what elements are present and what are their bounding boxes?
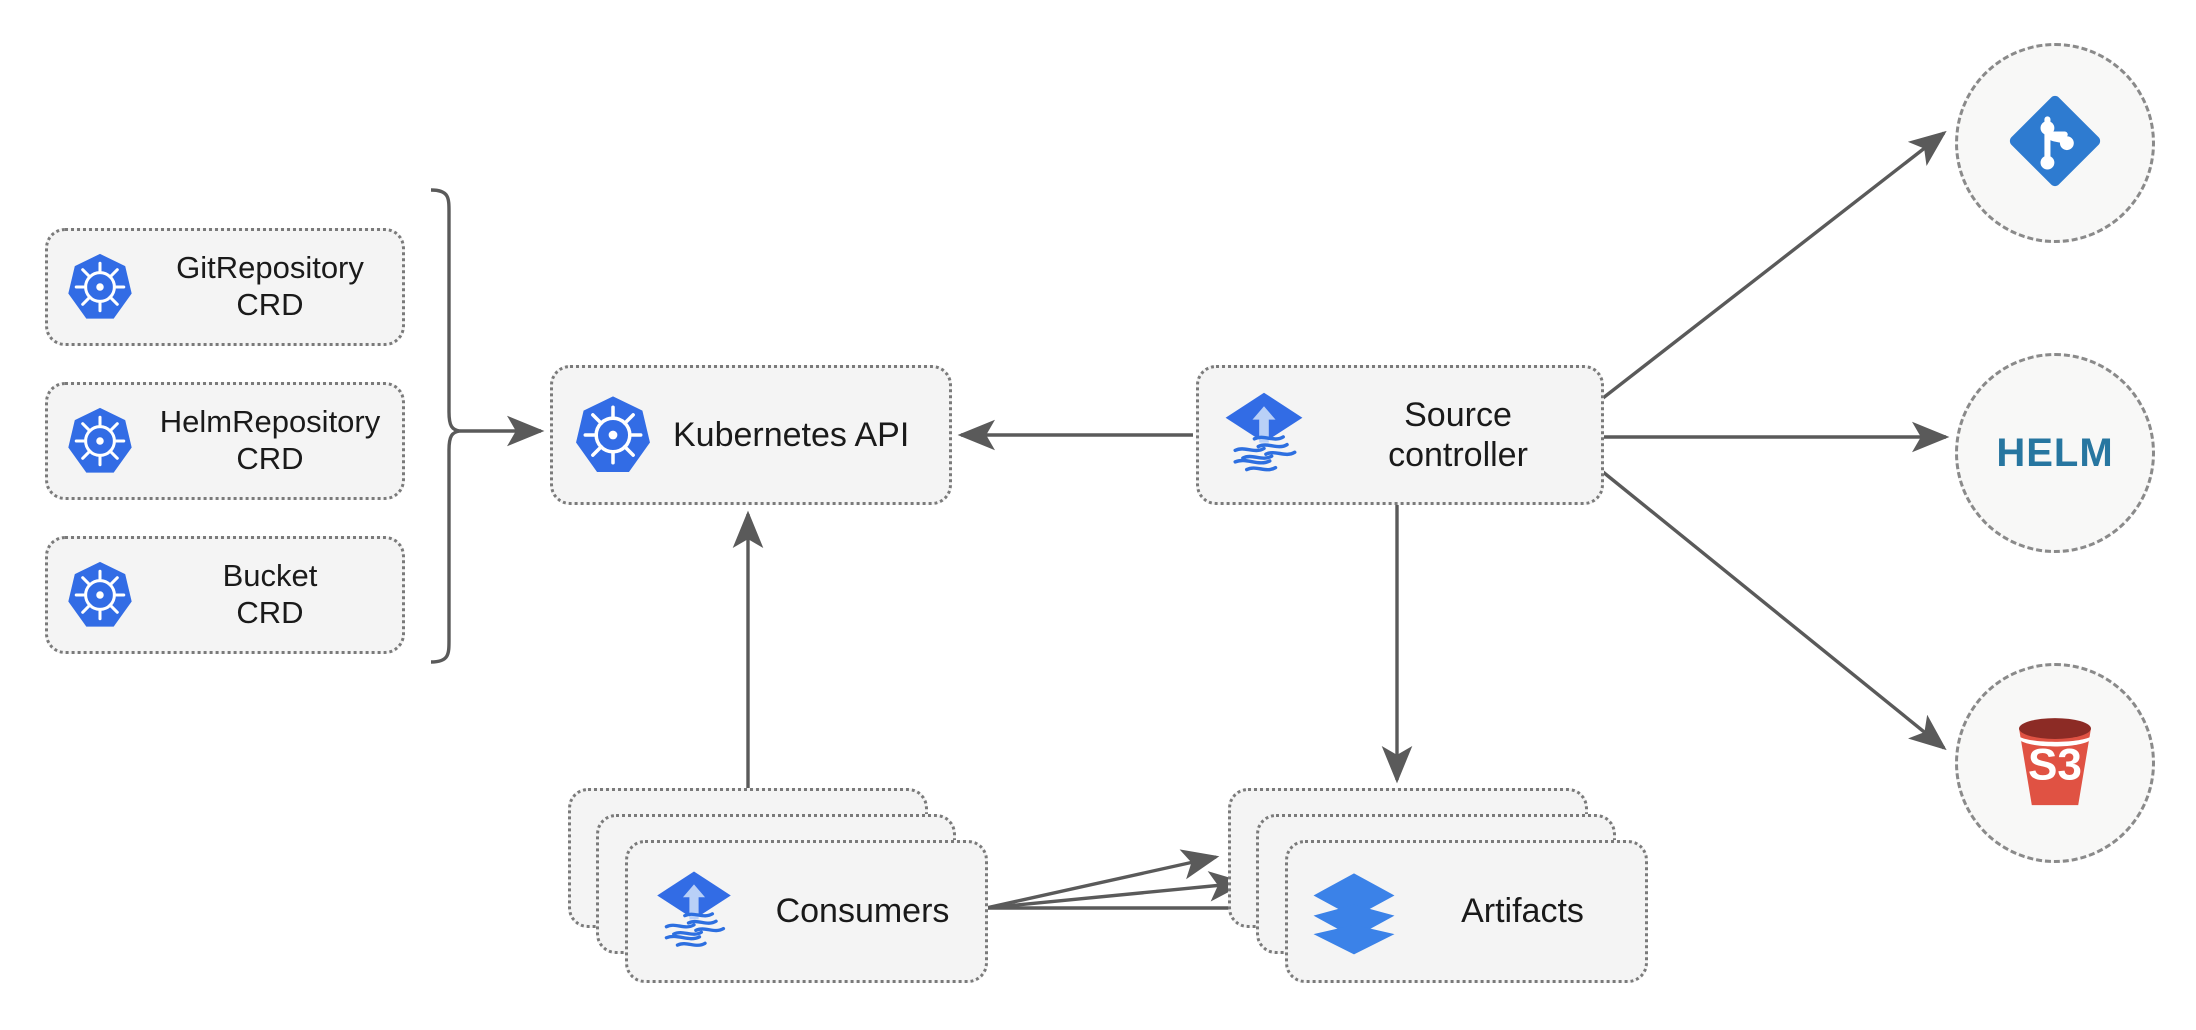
node-artifacts[interactable]: Artifacts bbox=[1285, 840, 1648, 983]
node-label: Artifacts bbox=[1461, 892, 1584, 930]
node-label: Source controller bbox=[1388, 395, 1528, 474]
node-label: HelmRepository CRD bbox=[159, 404, 381, 476]
kubernetes-icon bbox=[48, 559, 152, 631]
helm-label: HELM bbox=[1996, 394, 2114, 512]
s3-bucket-icon: S3 bbox=[1997, 703, 2113, 824]
flux-icon bbox=[1199, 387, 1329, 483]
edge-source-to-git bbox=[1601, 130, 1947, 400]
kubernetes-icon bbox=[553, 393, 673, 477]
edge-consumers-to-artifacts-2 bbox=[985, 871, 1247, 910]
source-git[interactable] bbox=[1955, 43, 2155, 243]
node-consumers-stack[interactable]: Consumers bbox=[568, 788, 988, 983]
edge-source-to-s3 bbox=[1601, 470, 1947, 751]
node-label: Consumers bbox=[775, 892, 950, 930]
kubernetes-icon bbox=[48, 405, 152, 477]
crd-group-brace bbox=[430, 188, 461, 664]
node-gitrepository-crd[interactable]: GitRepository CRD bbox=[45, 228, 405, 346]
svg-text:S3: S3 bbox=[2028, 740, 2082, 789]
source-s3[interactable]: S3 bbox=[1955, 663, 2155, 863]
git-icon bbox=[2001, 87, 2109, 200]
node-label: Kubernetes API bbox=[673, 415, 910, 454]
edge-consumers-to-artifacts-1 bbox=[985, 849, 1220, 910]
layers-icon bbox=[1288, 866, 1420, 958]
node-label: Bucket CRD bbox=[222, 558, 318, 630]
node-source-controller[interactable]: Source controller bbox=[1196, 365, 1604, 505]
node-label: GitRepository CRD bbox=[176, 250, 364, 322]
source-helm[interactable]: HELM bbox=[1955, 353, 2155, 553]
node-bucket-crd[interactable]: Bucket CRD bbox=[45, 536, 405, 654]
helm-icon: HELM bbox=[1996, 394, 2114, 512]
node-helmrepository-crd[interactable]: HelmRepository CRD bbox=[45, 382, 405, 500]
flux-icon bbox=[628, 866, 760, 958]
kubernetes-icon bbox=[48, 251, 152, 323]
node-kubernetes-api[interactable]: Kubernetes API bbox=[550, 365, 952, 505]
node-consumers[interactable]: Consumers bbox=[625, 840, 988, 983]
node-artifacts-stack[interactable]: Artifacts bbox=[1228, 788, 1648, 983]
